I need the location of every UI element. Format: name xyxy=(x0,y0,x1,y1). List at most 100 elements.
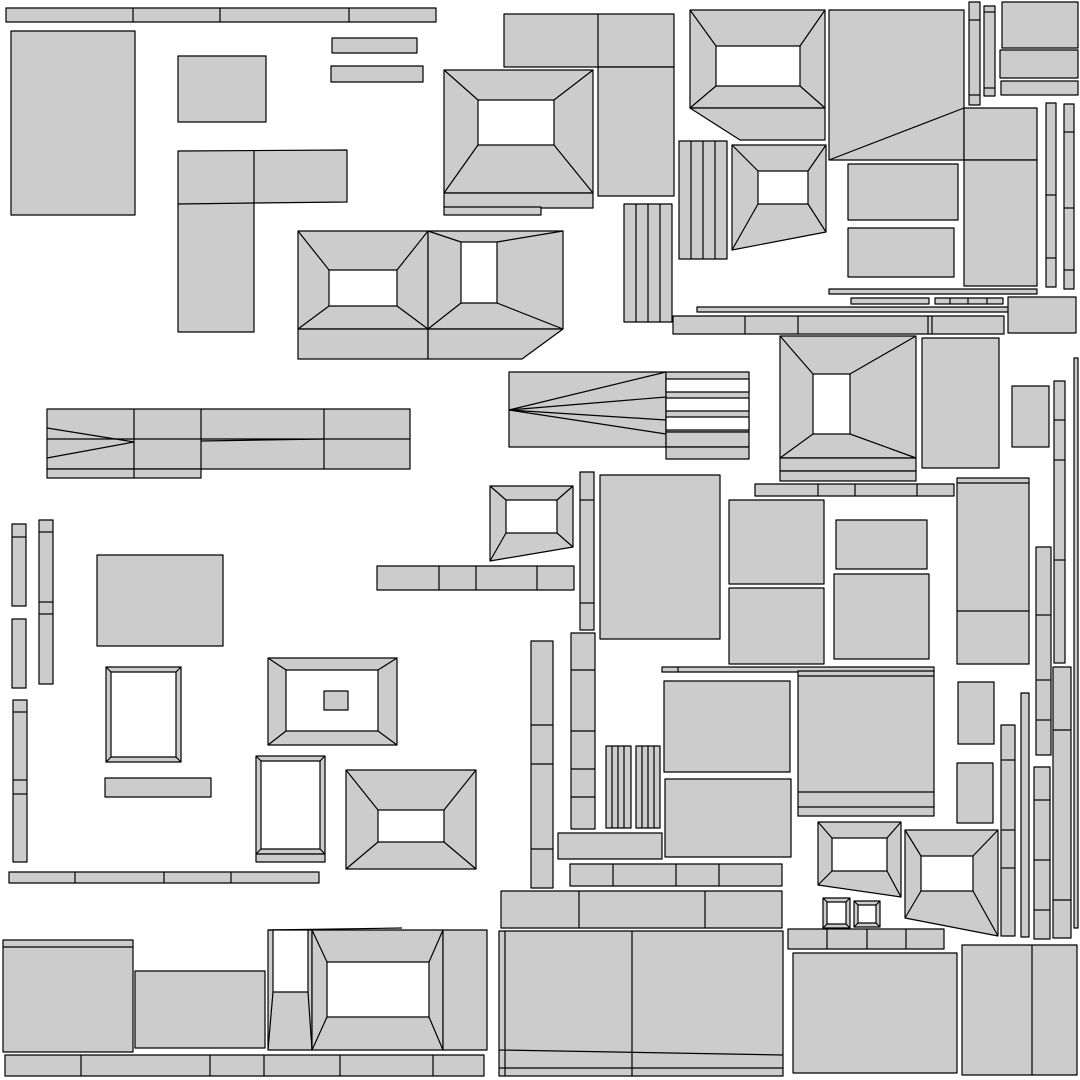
uv-seam xyxy=(427,230,462,243)
uv-seam xyxy=(553,144,594,194)
uv-seam xyxy=(177,202,255,205)
uv-island xyxy=(963,159,1038,287)
uv-seam xyxy=(297,305,330,330)
uv-seam xyxy=(443,841,477,870)
uv-seam xyxy=(853,922,859,928)
uv-island xyxy=(260,760,321,850)
uv-seam xyxy=(779,335,814,375)
uv-seam xyxy=(556,532,574,548)
uv-seam xyxy=(822,923,828,929)
uv-island xyxy=(4,1054,485,1077)
uv-seam xyxy=(267,657,287,671)
uv-island xyxy=(665,397,750,412)
uv-island xyxy=(779,457,917,472)
uv-seam xyxy=(46,427,135,443)
uv-seam xyxy=(428,1016,444,1051)
uv-seam xyxy=(556,485,574,501)
uv-island xyxy=(110,671,177,758)
uv-island xyxy=(857,904,877,924)
uv-island xyxy=(1000,80,1079,96)
uv-island xyxy=(961,944,1078,1076)
uv-island xyxy=(850,297,930,305)
uv-island xyxy=(1063,103,1075,290)
uv-seam xyxy=(496,230,564,243)
uv-seam xyxy=(817,870,833,886)
uv-island xyxy=(957,681,995,745)
uv-island xyxy=(330,65,424,83)
uv-island xyxy=(920,855,974,892)
uv-seam xyxy=(267,730,287,746)
uv-island xyxy=(665,446,750,460)
uv-seam xyxy=(377,730,398,746)
uv-island xyxy=(328,269,398,307)
uv-seam xyxy=(828,107,965,161)
uv-seam xyxy=(297,230,330,271)
uv-island xyxy=(503,13,675,68)
uv-island xyxy=(46,468,202,479)
uv-island xyxy=(835,519,928,570)
uv-island xyxy=(921,337,1000,469)
uv-island xyxy=(797,670,935,817)
uv-island xyxy=(728,499,825,585)
uv-island xyxy=(833,573,930,660)
uv-island xyxy=(2,939,134,1053)
uv-island xyxy=(1001,1,1079,49)
uv-seam xyxy=(799,85,826,109)
uv-island xyxy=(1052,666,1072,939)
uv-island xyxy=(579,471,595,631)
uv-island xyxy=(715,45,801,87)
uv-seam xyxy=(175,756,182,763)
uv-seam xyxy=(427,302,462,330)
uv-island xyxy=(689,107,826,141)
uv-seam xyxy=(508,409,667,435)
uv-island xyxy=(983,5,996,97)
uv-island xyxy=(728,587,825,665)
uv-island xyxy=(956,762,994,824)
uv-island xyxy=(442,929,488,1051)
uv-island xyxy=(557,832,663,860)
uv-seam xyxy=(496,302,564,330)
uv-island xyxy=(963,107,1038,161)
uv-seam xyxy=(311,1016,328,1051)
uv-island xyxy=(297,328,429,360)
uv-island xyxy=(812,373,851,435)
uv-island xyxy=(508,371,667,448)
uv-seam xyxy=(396,230,429,271)
uv-seam xyxy=(200,438,325,442)
uv-seam xyxy=(175,666,182,673)
uv-island xyxy=(597,66,675,197)
uv-island xyxy=(498,930,784,1077)
uv-island xyxy=(323,690,349,711)
uv-island xyxy=(500,890,783,929)
uv-island xyxy=(331,37,418,54)
uv-island xyxy=(696,306,1011,313)
uv-island xyxy=(272,929,309,993)
uv-island xyxy=(831,837,888,872)
uv-island xyxy=(104,777,212,798)
uv-seam xyxy=(319,848,326,855)
uv-seam xyxy=(845,897,851,903)
uv-seam xyxy=(489,485,507,501)
uv-seam xyxy=(886,821,902,839)
uv-seam xyxy=(508,371,667,411)
uv-island xyxy=(443,192,594,209)
uv-island xyxy=(377,809,445,843)
uv-seam xyxy=(799,9,826,47)
uv-island xyxy=(11,523,27,607)
uv-seam xyxy=(779,433,814,459)
uv-island xyxy=(96,554,224,647)
uv-island xyxy=(443,206,542,216)
uv-island xyxy=(956,477,1030,665)
uv-seam xyxy=(105,756,112,763)
uv-island xyxy=(599,474,721,640)
uv-seam xyxy=(508,409,667,421)
uv-island xyxy=(1020,692,1030,938)
uv-seam xyxy=(377,657,398,671)
uv-island xyxy=(665,431,750,448)
uv-island xyxy=(757,170,809,205)
uv-island xyxy=(477,99,555,146)
uv-island xyxy=(1007,296,1077,334)
uv-island xyxy=(255,853,326,863)
uv-seam xyxy=(807,203,827,233)
